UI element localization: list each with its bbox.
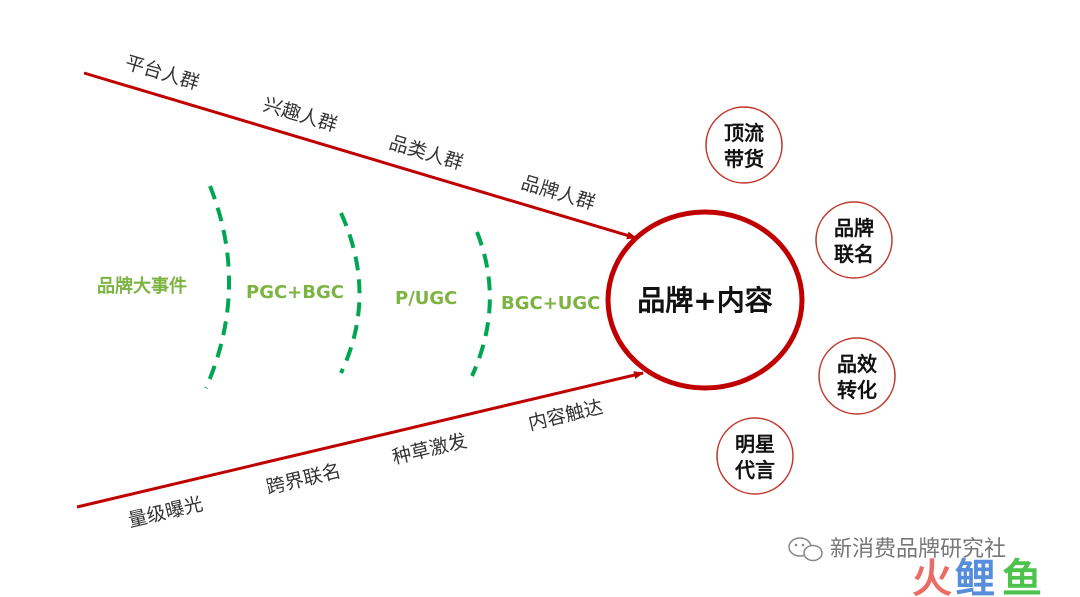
stage-label-4: BGC+UGC xyxy=(501,293,600,314)
node-line-2: 带货 xyxy=(724,147,764,171)
lower-arrow-label-4: 内容触达 xyxy=(526,396,605,435)
node-brand-collab: 品牌 联名 xyxy=(815,201,893,279)
logo-char-2: 鲤 xyxy=(955,556,995,597)
center-label: 品牌+内容 xyxy=(637,284,772,317)
stage-label-1: 品牌大事件 xyxy=(97,275,187,297)
stage-divider-arc-2 xyxy=(339,212,362,374)
node-line-2: 代言 xyxy=(734,458,775,482)
watermark-text: 新消费品牌研究社 xyxy=(830,537,1006,562)
stage-divider-arc-1 xyxy=(204,185,232,389)
node-line-1: 明星 xyxy=(735,432,775,456)
node-line-1: 顶流 xyxy=(724,121,764,145)
node-circle xyxy=(705,106,783,184)
logo: 火 鲤 鱼 xyxy=(912,556,1042,597)
watermark: 新消费品牌研究社 xyxy=(788,537,1006,562)
lower-funnel-arrow xyxy=(76,371,644,509)
node-circle xyxy=(818,337,896,415)
node-circle xyxy=(815,201,893,279)
node-line-2: 联名 xyxy=(834,242,874,266)
stage-label-2: PGC+BGC xyxy=(246,282,344,303)
node-celebrity-endorsement: 明星 代言 xyxy=(716,417,794,495)
upper-funnel-arrow xyxy=(83,71,637,240)
center-circle xyxy=(605,209,805,391)
node-performance-conversion: 品效 转化 xyxy=(818,337,896,415)
stage-divider-arc-3 xyxy=(470,231,492,377)
wechat-icon xyxy=(788,537,823,562)
lower-arrow-label-1: 量级曝光 xyxy=(126,493,205,532)
stage-label-3: P/UGC xyxy=(395,288,457,309)
node-top-influencer-sales: 顶流 带货 xyxy=(705,106,783,184)
upper-arrow-label-4: 品牌人群 xyxy=(519,172,598,215)
node-line-1: 品牌 xyxy=(834,216,874,240)
node-circle xyxy=(716,417,794,495)
node-line-1: 品效 xyxy=(837,352,877,376)
lower-arrow-label-2: 跨界联名 xyxy=(264,460,343,499)
lower-arrow-label-3: 种草激发 xyxy=(390,430,469,469)
node-line-2: 转化 xyxy=(837,378,877,402)
logo-char-3: 鱼 xyxy=(1002,556,1042,597)
logo-char-1: 火 xyxy=(912,556,952,597)
